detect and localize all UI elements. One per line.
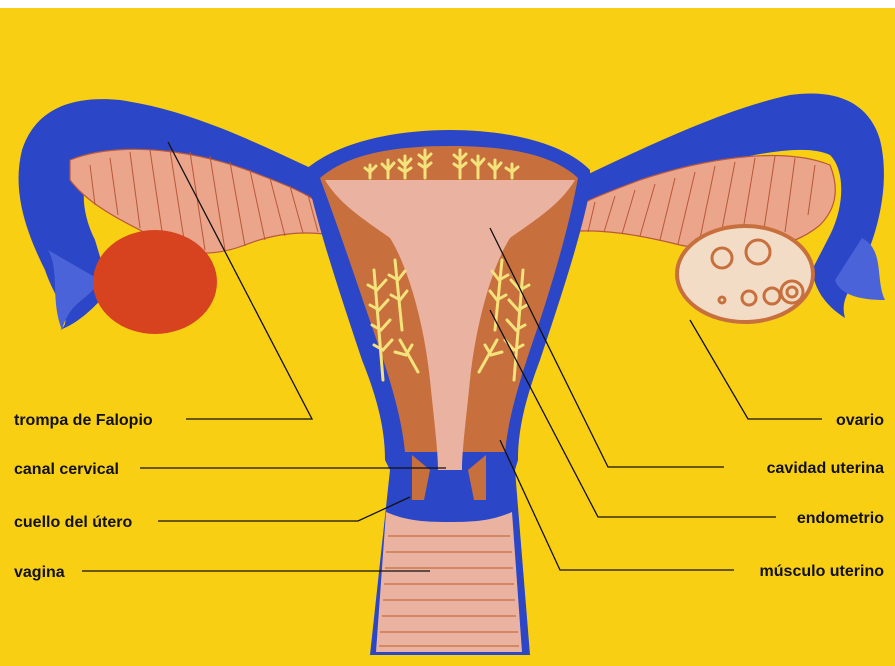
label-fallopian-tube: trompa de Falopio	[14, 412, 153, 429]
label-uterine-muscle: músculo uterino	[760, 563, 885, 580]
label-endometrium: endometrio	[797, 510, 884, 527]
label-cervical-canal: canal cervical	[14, 461, 119, 478]
right-ovary	[677, 226, 813, 322]
label-ovary: ovario	[836, 412, 884, 429]
label-cervix: cuello del útero	[14, 514, 132, 531]
left-ovary	[93, 230, 217, 334]
cervix-right-lip	[486, 452, 508, 513]
cervix-left-lip	[390, 452, 412, 513]
vagina-shape	[376, 512, 522, 652]
label-uterine-cavity: cavidad uterina	[767, 460, 884, 477]
label-vagina: vagina	[14, 564, 65, 581]
